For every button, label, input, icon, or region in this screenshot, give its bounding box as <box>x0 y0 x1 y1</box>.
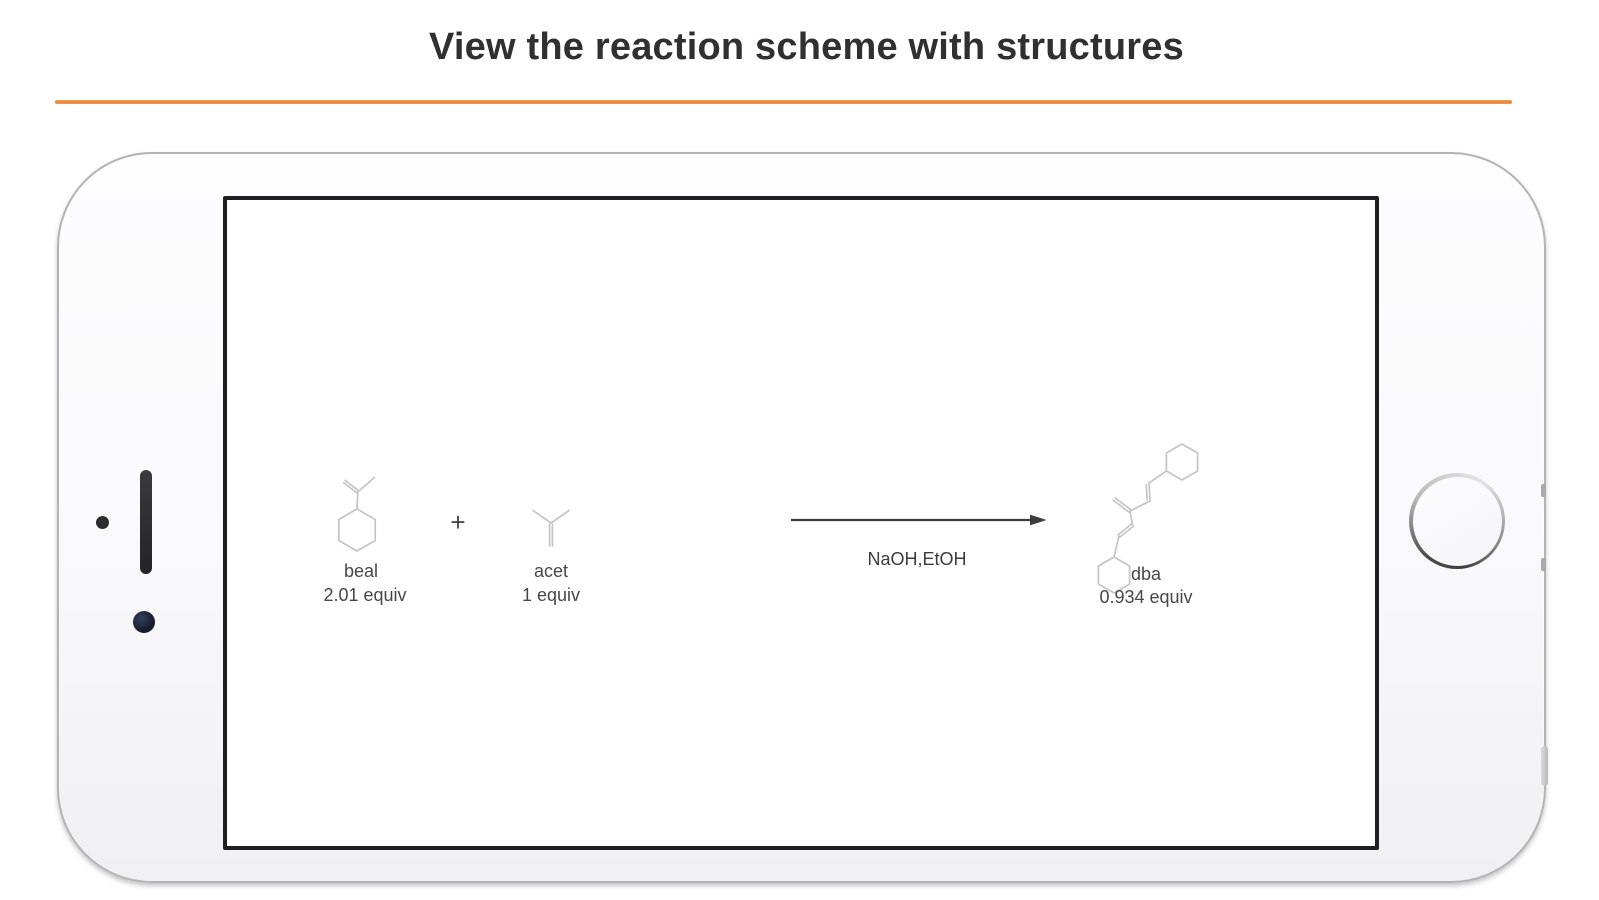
benzene-ring <box>337 508 377 552</box>
plus-sign: + <box>450 507 465 537</box>
benzene-ring <box>1165 443 1199 481</box>
reaction-arrow: NaOH,EtOH <box>791 514 1047 569</box>
benzene-ring <box>1097 556 1131 594</box>
home-button <box>1409 473 1505 569</box>
reactant-2-label: acet <box>534 561 568 581</box>
camera-lens-icon <box>133 611 155 633</box>
dba-structure: dba 0.934 equiv <box>1097 443 1199 607</box>
phone-screen: beal 2.01 equiv + acet 1 equiv <box>223 196 1379 850</box>
acetone-structure: acet 1 equiv <box>522 509 580 605</box>
reaction-conditions: NaOH,EtOH <box>867 549 966 569</box>
volume-button-seam <box>1541 558 1546 571</box>
reactant-2-equiv: 1 equiv <box>522 585 580 605</box>
reaction-scheme: beal 2.01 equiv + acet 1 equiv <box>323 443 1199 607</box>
volume-button-seam <box>1541 484 1546 497</box>
product-label: dba <box>1131 564 1162 584</box>
accent-divider <box>55 100 1512 104</box>
reactant-1-equiv: 2.01 equiv <box>323 585 406 605</box>
reactant-1-label: beal <box>344 561 378 581</box>
arrow-head-icon <box>1030 514 1047 526</box>
benzaldehyde-structure: beal 2.01 equiv <box>323 476 407 605</box>
page-title: View the reaction scheme with structures <box>429 26 1184 68</box>
front-camera-dot-icon <box>96 516 109 529</box>
product-equiv: 0.934 equiv <box>1099 587 1192 607</box>
iphone-mockup: beal 2.01 equiv + acet 1 equiv <box>57 152 1548 883</box>
power-button <box>1541 746 1548 786</box>
earpiece-speaker-icon <box>140 470 152 574</box>
